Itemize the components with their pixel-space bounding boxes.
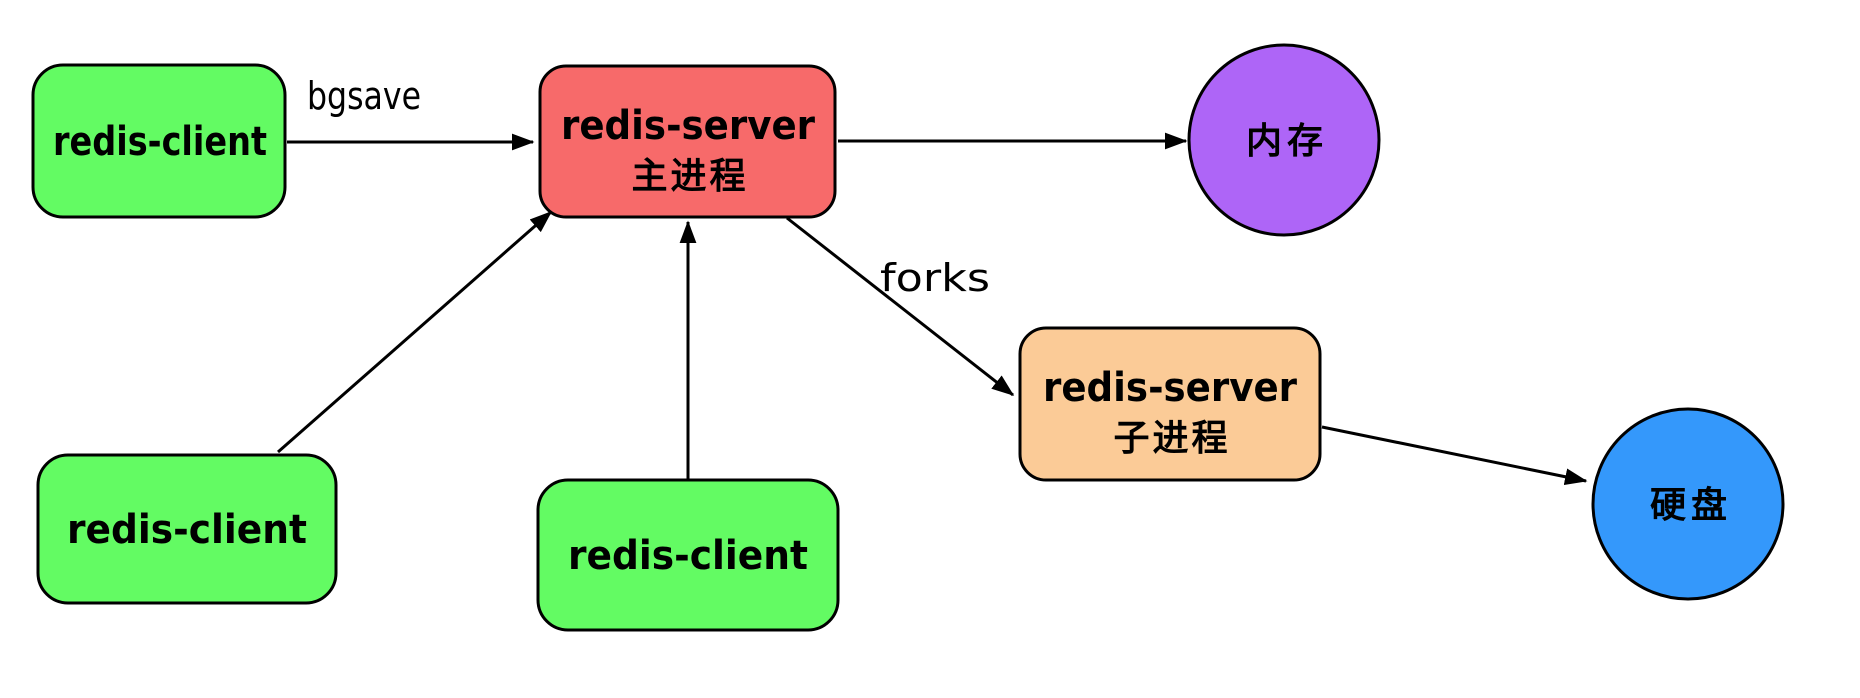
node-redis-server-child: redis-server 子进程 bbox=[1018, 326, 1322, 482]
node-redis-client-top-label: redis-client bbox=[53, 119, 267, 165]
node-redis-server-main-sublabel: 主进程 bbox=[631, 156, 748, 197]
edge-child-disk-arrow bbox=[1321, 425, 1588, 486]
edges: bgsave forks bbox=[277, 74, 1588, 486]
node-redis-server-child-label: redis-server bbox=[1043, 365, 1297, 411]
node-redis-server-main-label: redis-server bbox=[561, 103, 815, 149]
node-memory: 内存 bbox=[1187, 43, 1381, 237]
node-redis-client-bottom-mid: redis-client bbox=[536, 478, 840, 632]
node-redis-client-bottom-left: redis-client bbox=[36, 453, 338, 605]
node-disk: 硬盘 bbox=[1591, 407, 1785, 601]
node-disk-shape bbox=[1591, 407, 1785, 601]
node-redis-client-top: redis-client bbox=[31, 63, 287, 219]
edge-forks-label: forks bbox=[880, 256, 990, 300]
node-disk-label: 硬盘 bbox=[1650, 484, 1732, 526]
node-redis-server-main: redis-server 主进程 bbox=[538, 64, 837, 219]
node-redis-server-main-shape bbox=[538, 64, 837, 219]
node-redis-client-bottom-left-shape bbox=[36, 453, 338, 605]
node-redis-client-bottom-left-label: redis-client bbox=[67, 507, 307, 553]
edge-forks-arrow bbox=[786, 216, 1015, 397]
node-memory-shape bbox=[1187, 43, 1381, 237]
node-redis-server-child-shape bbox=[1018, 326, 1322, 482]
edge-bgsave-label: bgsave bbox=[307, 74, 421, 118]
node-redis-client-bottom-mid-label: redis-client bbox=[568, 533, 808, 579]
node-redis-client-top-shape bbox=[31, 63, 287, 219]
node-redis-server-child-sublabel: 子进程 bbox=[1113, 418, 1230, 459]
edge-client-bottom-left-arrow bbox=[277, 210, 553, 454]
nodes: redis-client redis-client redis-client r… bbox=[31, 43, 1785, 632]
node-memory-label: 内存 bbox=[1246, 121, 1328, 162]
node-redis-client-bottom-mid-shape bbox=[536, 478, 840, 632]
